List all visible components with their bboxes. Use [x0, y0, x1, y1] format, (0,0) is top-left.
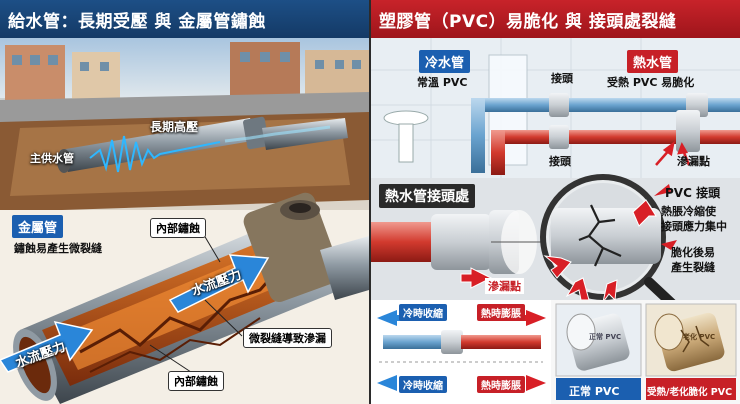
cold-contract-label: 冷時收縮 — [399, 376, 447, 393]
pressure-label: 長期高壓 — [150, 120, 199, 134]
building — [305, 50, 369, 100]
main-pipe-label: 主供水管 — [30, 152, 74, 165]
inner-rust-label-top: 內部鏽蝕 — [150, 218, 206, 238]
callout-pointer — [661, 240, 677, 250]
leak-point-label: 滲漏點 — [677, 155, 710, 168]
building — [72, 52, 120, 100]
sink — [383, 110, 429, 126]
metal-pipe-description: 鏽蝕易產生微裂縫 — [14, 242, 102, 255]
hot-pipe-heading: 熱水管 — [627, 50, 679, 73]
hot-pipe-joint-closeup — [371, 210, 537, 274]
hot-pipe-description: 受熱 PVC 易脆化 — [607, 76, 695, 89]
joint-label: 接頭 — [551, 72, 573, 85]
normal-pvc-label: 正常 PVC — [569, 385, 620, 398]
microcrack-label: 微裂縫導致滲漏 — [243, 328, 332, 348]
sink-pedestal — [398, 123, 414, 163]
leak-arrow — [460, 267, 493, 289]
metal-pipe-heading: 金屬管 — [12, 215, 64, 238]
right-title-bar: 塑膠管（PVC）易脆化 與 接頭處裂縫 — [371, 0, 740, 38]
aged-pvc-label: 受熱/老化脆化 PVC — [647, 387, 733, 398]
panel-divider — [369, 0, 371, 404]
callout-title: PVC 接頭 — [665, 186, 721, 200]
building — [230, 42, 300, 100]
magnifier — [491, 174, 686, 317]
callout-text: 脆化後易 — [671, 246, 715, 259]
cold-water-pipe — [471, 93, 740, 173]
hot-water-pipe — [491, 110, 740, 175]
hot-joint-heading: 熱水管接頭處 — [379, 184, 475, 208]
left-title-bar: 給水管：長期受壓 與 金屬管鏽蝕 — [0, 0, 369, 38]
joint-label: 接頭 — [549, 155, 571, 168]
callout-text: 接頭應力集中 — [661, 220, 727, 233]
callout-pointer — [654, 184, 671, 196]
cold-contract-label: 冷時收縮 — [399, 304, 447, 321]
right-title: 塑膠管（PVC）易脆化 與 接頭處裂縫 — [379, 12, 677, 32]
hot-expand-label: 熱時膨脹 — [477, 376, 525, 393]
aged-pvc-pipe — [654, 312, 725, 372]
normal-pvc-pipe — [566, 313, 630, 371]
cold-pipe-heading: 冷水管 — [419, 50, 471, 73]
leak-point-label: 滲漏點 — [485, 278, 524, 294]
callout-text: 產生裂縫 — [671, 261, 715, 274]
right-panel: 塑膠管（PVC）易脆化 與 接頭處裂縫 冷水管 常溫 PVC 熱水管 受熱 PV… — [371, 0, 740, 404]
aged-pipe-print: 老化 PVC — [683, 333, 716, 341]
callout-text: 熱脹冷縮使 — [661, 205, 716, 218]
left-illustration — [0, 38, 369, 404]
left-panel: 給水管：長期受壓 與 金屬管鏽蝕 主供水管 長期高壓 金屬管 鏽蝕易產生微裂縫 … — [0, 0, 369, 404]
flow-arrow — [0, 320, 94, 373]
flow-arrow — [168, 254, 270, 313]
cold-pipe-description: 常溫 PVC — [417, 76, 468, 89]
left-title: 給水管：長期受壓 與 金屬管鏽蝕 — [8, 12, 266, 32]
building — [5, 45, 65, 100]
pressure-wave — [89, 135, 221, 173]
normal-pipe-print: 正常 PVC — [589, 333, 622, 341]
inner-rust-label-bottom: 內部鏽蝕 — [168, 371, 224, 391]
hot-expand-label: 熱時膨脹 — [477, 304, 525, 321]
